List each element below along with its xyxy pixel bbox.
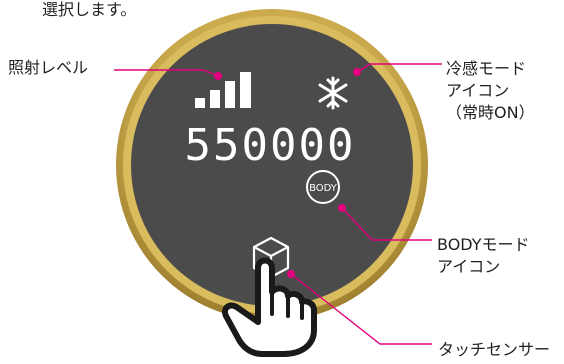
shot-count-readout: 550000 <box>185 120 356 171</box>
label-body-mode-icon: BODYモード アイコン <box>437 234 530 278</box>
label-cool-line-3: （常時ON） <box>446 103 535 122</box>
pointing-hand-icon <box>222 257 317 357</box>
body-icon-text: BODY <box>309 183 338 194</box>
label-body-line-1: BODYモード <box>437 235 530 254</box>
label-cool-mode-icon: 冷感モード アイコン （常時ON） <box>446 58 535 124</box>
label-cool-line-1: 冷感モード <box>446 59 527 78</box>
intro-text: 選択します。 <box>42 0 137 19</box>
leader-lines <box>114 63 442 345</box>
snowflake-icon <box>318 76 348 110</box>
label-touch-sensor: タッチセンサー <box>438 340 551 359</box>
label-irradiation-level: 照射レベル <box>8 58 89 77</box>
label-cool-line-2: アイコン <box>446 81 510 100</box>
signal-bars-icon <box>195 72 251 108</box>
leader-dots <box>214 68 361 278</box>
label-body-line-2: アイコン <box>437 257 501 276</box>
body-mode-icon: BODY <box>306 170 340 204</box>
display-screen <box>131 24 413 306</box>
